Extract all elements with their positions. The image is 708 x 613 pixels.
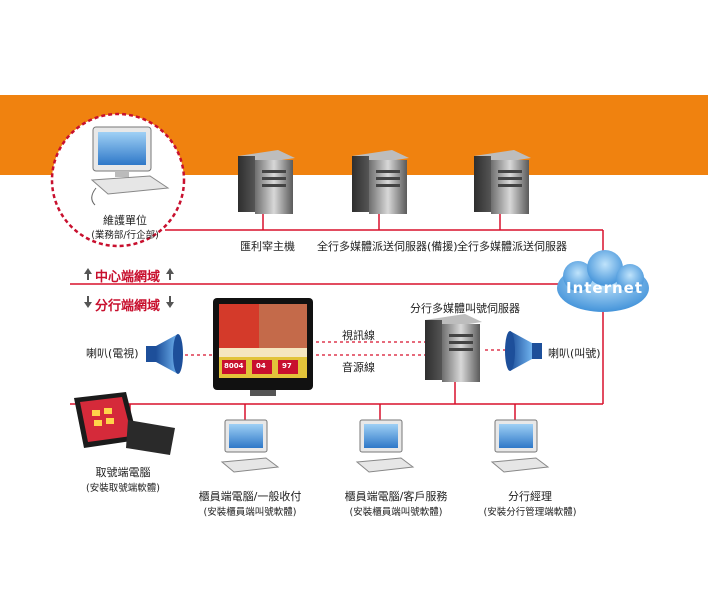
kiosk-computer-icon xyxy=(74,392,175,455)
internet-label: Internet xyxy=(566,279,644,297)
teller-general-computer-icon xyxy=(220,419,280,473)
host-server-label: 匯利宰主機 xyxy=(240,240,295,253)
maintenance-unit-sublabel: (業務部/行企部) xyxy=(91,230,159,241)
maintenance-computer-icon xyxy=(90,126,170,206)
audio-line-label: 音源線 xyxy=(342,361,375,374)
tv-number-3: 97 xyxy=(282,362,292,370)
branch-manager-computer-icon xyxy=(490,419,550,473)
video-line-label: 視訊線 xyxy=(342,329,375,342)
server-icon-branch-call xyxy=(425,314,482,382)
speaker-tv-label: 喇叭(電視) xyxy=(86,347,139,360)
kiosk-label: 取號端電腦 xyxy=(95,466,151,479)
branch-manager-sublabel: (安裝分行管理端軟體) xyxy=(483,507,577,518)
kiosk-sublabel: (安裝取號端軟體) xyxy=(86,483,160,494)
server-icon-backup xyxy=(352,150,409,214)
teller-service-sublabel: (安裝櫃員端叫號軟體) xyxy=(349,507,443,518)
maintenance-unit-label: 維護單位 xyxy=(103,214,147,227)
internet-cloud-icon xyxy=(557,250,649,312)
dashed-lines xyxy=(185,341,505,356)
tv-display-icon xyxy=(213,298,313,396)
zone-arrows xyxy=(84,268,174,308)
backup-server-label: 全行多媒體派送伺服器(備援) xyxy=(317,240,458,253)
branch-network-label: 分行端網域 xyxy=(95,299,161,314)
speaker-tv-icon xyxy=(146,334,183,374)
tv-number-1: 8004 xyxy=(224,362,244,370)
central-network-label: 中心端網域 xyxy=(95,270,161,285)
speaker-call-icon xyxy=(505,331,542,371)
server-icon-media xyxy=(474,150,531,214)
speaker-call-label: 喇叭(叫號) xyxy=(548,347,601,360)
teller-service-label: 櫃員端電腦/客戶服務 xyxy=(344,490,448,503)
teller-general-label: 櫃員端電腦/一般收付 xyxy=(198,490,302,503)
server-icon-host xyxy=(238,150,295,214)
teller-general-sublabel: (安裝櫃員端叫號軟體) xyxy=(203,507,297,518)
branch-call-server-label: 分行多媒體叫號伺服器 xyxy=(410,302,520,315)
branch-manager-label: 分行經理 xyxy=(508,490,552,503)
teller-service-computer-icon xyxy=(355,419,415,473)
media-server-label: 全行多媒體派送伺服器 xyxy=(457,240,567,253)
tv-number-2: 04 xyxy=(256,362,266,370)
